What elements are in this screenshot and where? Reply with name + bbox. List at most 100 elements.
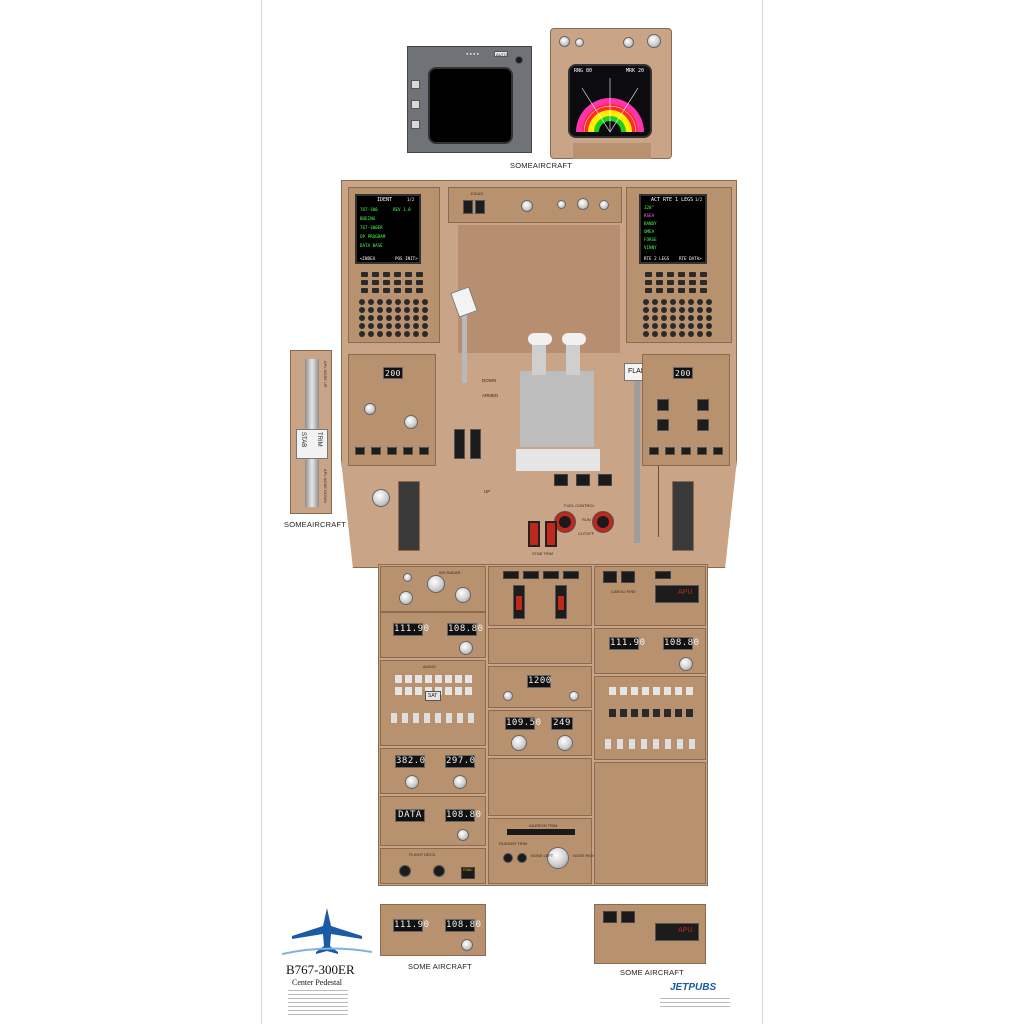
cdu-left-alpha-key[interactable] bbox=[359, 315, 365, 321]
wx-panel-knob-2[interactable] bbox=[427, 575, 445, 593]
cdu-right-function-key[interactable] bbox=[667, 272, 674, 277]
cdu-right-function-key[interactable] bbox=[656, 280, 663, 285]
cdu-left-function-key[interactable] bbox=[361, 288, 368, 293]
right-nav-button-5[interactable] bbox=[649, 447, 659, 455]
speedbrake-lever[interactable] bbox=[450, 286, 478, 383]
audio-right-knob-row[interactable] bbox=[605, 739, 697, 749]
cdu-left-function-key[interactable] bbox=[394, 288, 401, 293]
cdu-right-alpha-key[interactable] bbox=[679, 307, 685, 313]
left-nav-button-5[interactable] bbox=[419, 447, 429, 455]
cdu-right-function-key[interactable] bbox=[678, 272, 685, 277]
wx-tilt-knob[interactable] bbox=[559, 36, 570, 47]
cdu-left-alpha-key[interactable] bbox=[368, 315, 374, 321]
cdu-right-alpha-key[interactable] bbox=[652, 307, 658, 313]
wx-panel-knob-3[interactable] bbox=[399, 591, 413, 605]
nav-freq-knob[interactable] bbox=[511, 735, 527, 751]
stab-trim-cutout-right[interactable] bbox=[470, 429, 481, 459]
cdu-left-alpha-key[interactable] bbox=[422, 299, 428, 305]
flight-deck-knob-2[interactable] bbox=[433, 865, 445, 877]
cdu-right-function-key[interactable] bbox=[689, 288, 696, 293]
atc-knob-right[interactable] bbox=[569, 691, 579, 701]
cdu-left-alpha-key[interactable] bbox=[386, 315, 392, 321]
stab-trim-cutout-guard-left[interactable] bbox=[528, 521, 540, 547]
cdu-right-alpha-key[interactable] bbox=[688, 323, 694, 329]
cdu-right-alpha-key[interactable] bbox=[697, 315, 703, 321]
cdu-left-function-key[interactable] bbox=[405, 280, 412, 285]
eicas-knob-1[interactable] bbox=[521, 200, 533, 212]
adf-tune-knob-left[interactable] bbox=[405, 775, 419, 789]
cdu-right-alpha-key[interactable] bbox=[661, 323, 667, 329]
cdu-right-alpha-key[interactable] bbox=[643, 315, 649, 321]
left-nav-button-3[interactable] bbox=[387, 447, 397, 455]
cdu-left-alpha-key[interactable] bbox=[386, 299, 392, 305]
cdu-left-alpha-key[interactable] bbox=[359, 323, 365, 329]
inset-vhf-knob[interactable] bbox=[461, 939, 473, 951]
cdu-right-function-key[interactable] bbox=[689, 272, 696, 277]
cdu-left-alpha-key[interactable] bbox=[395, 299, 401, 305]
cdu-right-alpha-key[interactable] bbox=[697, 331, 703, 337]
cdu-right-function-key[interactable] bbox=[645, 272, 652, 277]
audio-right-button-row-1[interactable] bbox=[609, 687, 693, 695]
cdu-right-alpha-key[interactable] bbox=[643, 323, 649, 329]
nav-crs-knob[interactable] bbox=[557, 735, 573, 751]
cdu-right-alpha-key[interactable] bbox=[679, 299, 685, 305]
cdu-left-alpha-key[interactable] bbox=[413, 315, 419, 321]
cdu-right-alpha-key[interactable] bbox=[688, 307, 694, 313]
audio-volume-knobs[interactable] bbox=[391, 713, 477, 723]
brightness-knob[interactable] bbox=[515, 56, 523, 64]
left-nav-button-2[interactable] bbox=[371, 447, 381, 455]
cdu-left-alpha-key[interactable] bbox=[413, 323, 419, 329]
cdu-right-alpha-key[interactable] bbox=[679, 315, 685, 321]
aileron-trim-switch-right[interactable] bbox=[517, 853, 527, 863]
cdu-left-alpha-key[interactable] bbox=[359, 299, 365, 305]
cdu-right-function-key[interactable] bbox=[700, 288, 707, 293]
cdu-right-function-key[interactable] bbox=[656, 272, 663, 277]
wx-panel-knob-4[interactable] bbox=[455, 587, 471, 603]
right-nav-button-3[interactable] bbox=[657, 419, 669, 431]
cdu-left-function-key[interactable] bbox=[372, 288, 379, 293]
cdu-left-function-key[interactable] bbox=[383, 280, 390, 285]
cdu-left-function-key[interactable] bbox=[372, 280, 379, 285]
cargo-arm-fwd[interactable] bbox=[603, 571, 617, 583]
eicas-knob-4[interactable] bbox=[599, 200, 609, 210]
right-nav-button-6[interactable] bbox=[665, 447, 675, 455]
cdu-right-alpha-key[interactable] bbox=[706, 331, 712, 337]
cdu-left-alpha-key[interactable] bbox=[395, 323, 401, 329]
cdu-right-alpha-key[interactable] bbox=[706, 323, 712, 329]
cdu-right-function-key[interactable] bbox=[689, 280, 696, 285]
cdu-right-function-key[interactable] bbox=[645, 280, 652, 285]
cargo-arm-aft[interactable] bbox=[621, 571, 635, 583]
cdu-left-alpha-key[interactable] bbox=[395, 315, 401, 321]
rudder-trim-knob[interactable] bbox=[547, 847, 569, 869]
inset-apu-fire-handle[interactable]: APU bbox=[655, 923, 699, 941]
cdu-right-alpha-key[interactable] bbox=[661, 307, 667, 313]
cdu-left-function-key[interactable] bbox=[416, 280, 423, 285]
inset-cargo-arm-fwd[interactable] bbox=[603, 911, 617, 923]
cdu-right-function-key[interactable] bbox=[656, 288, 663, 293]
cdu-right-alpha-key[interactable] bbox=[652, 315, 658, 321]
cdu-left-alpha-key[interactable] bbox=[413, 331, 419, 337]
cdu-left-alpha-key[interactable] bbox=[368, 307, 374, 313]
cdu-left-alpha-key[interactable] bbox=[386, 323, 392, 329]
cdu-left-alpha-key[interactable] bbox=[422, 307, 428, 313]
right-nav-button-9[interactable] bbox=[713, 447, 723, 455]
wx-gain-knob[interactable] bbox=[575, 38, 584, 47]
cdu-left-alpha-key[interactable] bbox=[377, 323, 383, 329]
cdu-right-alpha-key[interactable] bbox=[661, 315, 667, 321]
cdu-left-alpha-key[interactable] bbox=[377, 331, 383, 337]
cdu-left-alpha-key[interactable] bbox=[422, 323, 428, 329]
cdu-right-alpha-key[interactable] bbox=[652, 331, 658, 337]
cdu-left-function-key[interactable] bbox=[383, 272, 390, 277]
thrust-levers[interactable] bbox=[512, 333, 604, 481]
cdu-right-alpha-key[interactable] bbox=[670, 331, 676, 337]
cdu-left-function-key[interactable] bbox=[361, 272, 368, 277]
cdu-right-alpha-key[interactable] bbox=[679, 331, 685, 337]
vhf-left-tune-knob[interactable] bbox=[459, 641, 473, 655]
wx-range-knob[interactable] bbox=[647, 34, 661, 48]
cdu-right-alpha-key[interactable] bbox=[688, 315, 694, 321]
auto-button[interactable]: AUTO bbox=[494, 51, 508, 57]
audio-mic-buttons[interactable] bbox=[395, 675, 473, 683]
cdu-right-function-key[interactable] bbox=[700, 272, 707, 277]
cdu-right-alpha-key[interactable] bbox=[652, 299, 658, 305]
cdu-right-alpha-key[interactable] bbox=[643, 307, 649, 313]
